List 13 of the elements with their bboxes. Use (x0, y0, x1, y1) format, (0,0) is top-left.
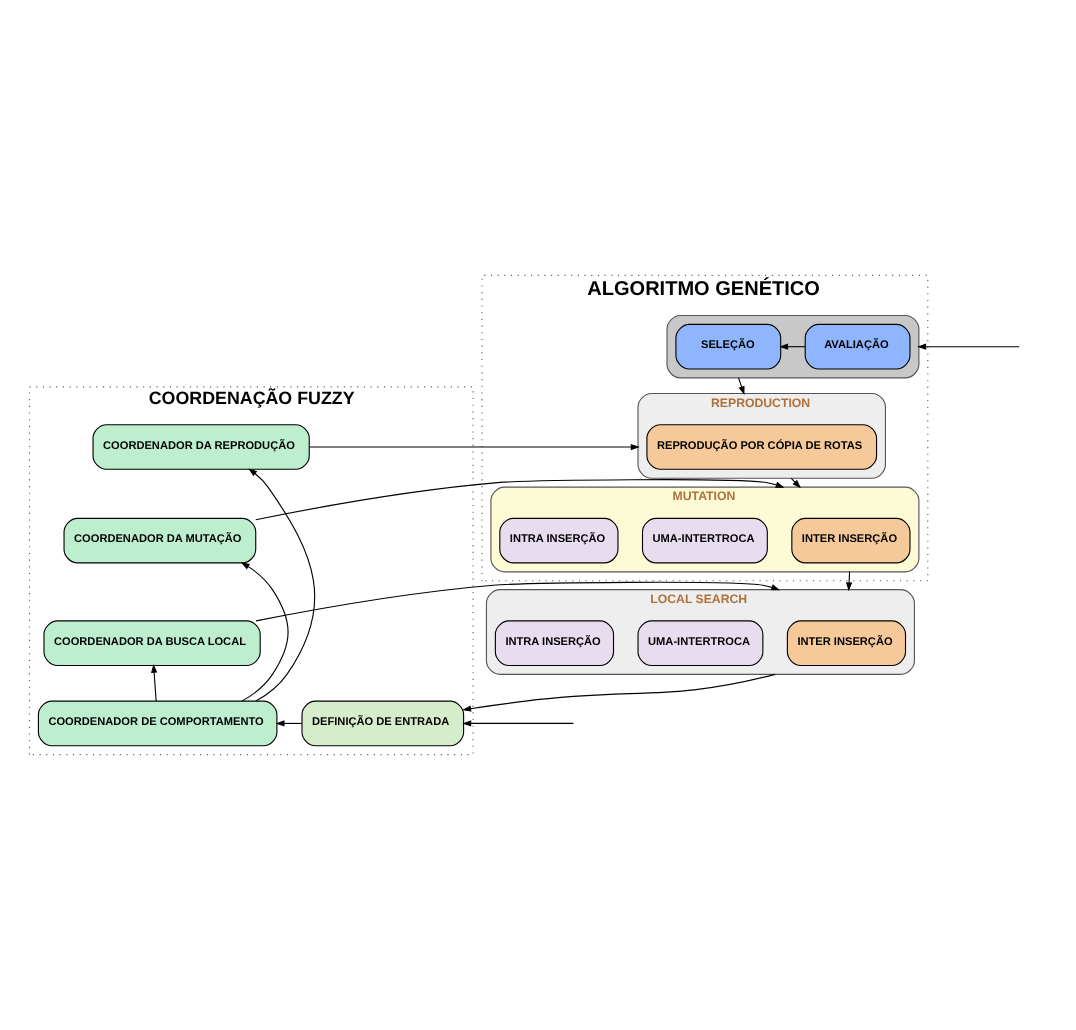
arrow (462, 720, 574, 727)
arrow (462, 673, 776, 712)
arrow (255, 479, 785, 521)
arrow (248, 468, 316, 702)
arrow (255, 581, 781, 622)
arrow (790, 477, 801, 489)
arrow (846, 571, 853, 592)
arrow (308, 443, 640, 451)
arrow (240, 562, 289, 702)
arrow (917, 343, 1020, 350)
arrow (738, 377, 745, 396)
cluster (666, 314, 920, 379)
arrow (151, 663, 158, 702)
